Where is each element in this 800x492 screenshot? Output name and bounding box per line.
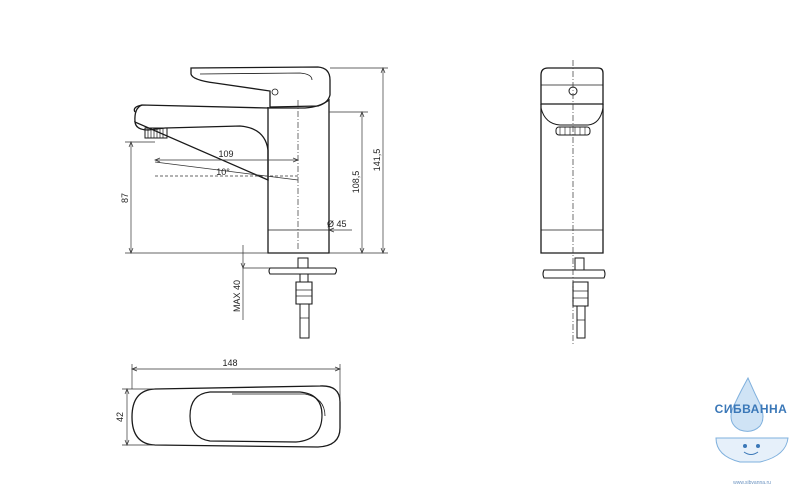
dim-base-diameter: Ø 45 xyxy=(327,219,347,229)
top-lever xyxy=(189,391,323,443)
aerator xyxy=(144,127,168,139)
front-lever xyxy=(540,67,604,105)
dim-top-length: 148 xyxy=(222,358,237,368)
sibvanna-logo: СИБВАННА www.sibvanna.ru xyxy=(715,376,789,486)
front-body xyxy=(540,104,604,254)
dim-total-height: 141,5 xyxy=(372,149,382,172)
faucet-body xyxy=(267,98,330,254)
dim-spout-reach: 109 xyxy=(218,149,233,159)
bathtub-icon xyxy=(715,437,789,463)
mounting-washer xyxy=(268,267,338,275)
dim-max-thickness: MAX 40 xyxy=(232,280,242,312)
logo-url: www.sibvanna.ru xyxy=(733,480,771,486)
supply-rod xyxy=(299,303,310,339)
dim-top-width: 42 xyxy=(115,412,125,422)
dim-spout-height: 87 xyxy=(120,193,130,203)
front-view-faucet xyxy=(540,67,606,339)
top-outline xyxy=(131,385,341,448)
side-view-faucet xyxy=(133,66,338,339)
mounting-nut xyxy=(295,281,313,305)
dim-body-height: 108,5 xyxy=(351,171,361,194)
top-view-faucet xyxy=(131,385,341,448)
water-drop-icon xyxy=(730,376,764,432)
dim-spout-angle: 10° xyxy=(216,167,230,177)
faucet-spout xyxy=(133,104,269,181)
logo-name: СИБВАННА xyxy=(715,402,788,416)
